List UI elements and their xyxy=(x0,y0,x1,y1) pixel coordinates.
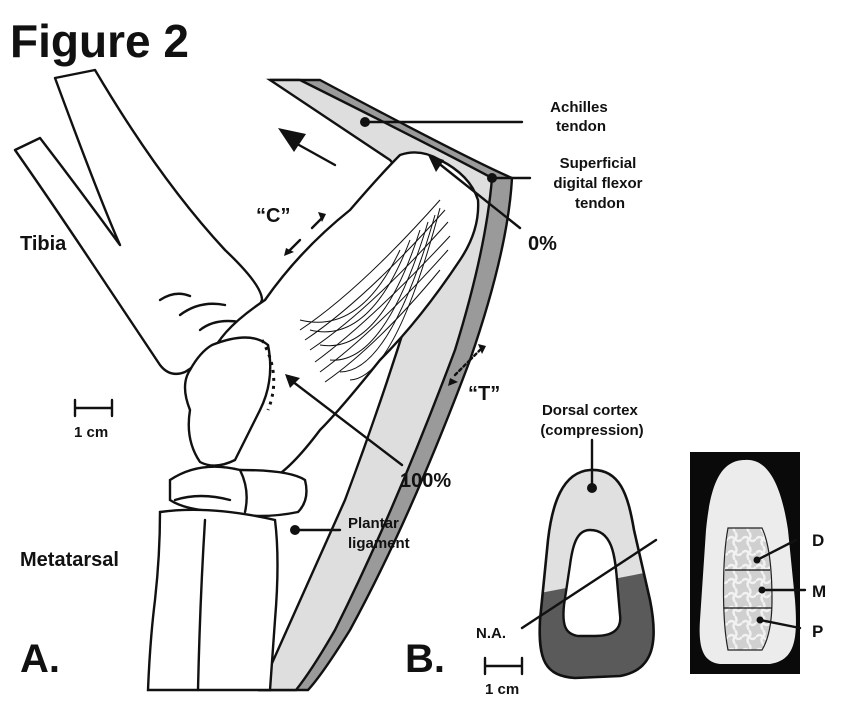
achilles-tendon-label: Achilles tendon xyxy=(550,99,612,135)
panel-b: Dorsal cortex (compression) N.A. 1 cm D … xyxy=(405,402,826,698)
compression-arrows xyxy=(284,212,326,256)
region-p-label: P xyxy=(812,622,823,641)
metatarsal-label: Metatarsal xyxy=(20,549,119,571)
panel-b-label: B. xyxy=(405,637,445,681)
radiograph-cross-section xyxy=(690,452,807,674)
scale-bar-a xyxy=(73,398,114,418)
panel-a-label: A. xyxy=(20,637,60,681)
leader-lines xyxy=(286,120,532,532)
figure-title: Figure 2 xyxy=(10,15,189,67)
region-d-label: D xyxy=(812,531,824,550)
tension-arrows xyxy=(448,344,486,386)
scale-bar-b-label: 1 cm xyxy=(485,681,519,698)
neutral-axis-label: N.A. xyxy=(476,625,506,642)
trabecular-lines xyxy=(299,199,451,383)
cortex-cross-section xyxy=(520,438,658,680)
zero-percent-label: 0% xyxy=(528,233,557,255)
metatarsal-bone xyxy=(146,508,279,692)
tibia-label: Tibia xyxy=(20,233,67,255)
sdft-label: Superficial digital flexor tendon xyxy=(553,155,646,212)
dorsal-cortex-label: Dorsal cortex (compression) xyxy=(540,402,643,439)
region-m-label: M xyxy=(812,582,826,601)
neutral-dotted-line xyxy=(260,339,276,411)
tarsal-bones xyxy=(183,336,272,467)
motion-arrow xyxy=(278,128,337,167)
panel-a: Achilles tendon Superficial digital flex… xyxy=(13,68,646,692)
compression-marker-label: “C” xyxy=(256,205,290,227)
plantar-ligament-label: Plantar ligament xyxy=(348,515,410,552)
hundred-percent-label: 100% xyxy=(400,470,451,492)
scale-bar-a-label: 1 cm xyxy=(74,424,108,441)
tension-marker-label: “T” xyxy=(468,383,500,405)
neutral-axis-line xyxy=(520,538,658,630)
scale-bar-b xyxy=(483,656,524,676)
tibia-bone xyxy=(13,68,264,376)
